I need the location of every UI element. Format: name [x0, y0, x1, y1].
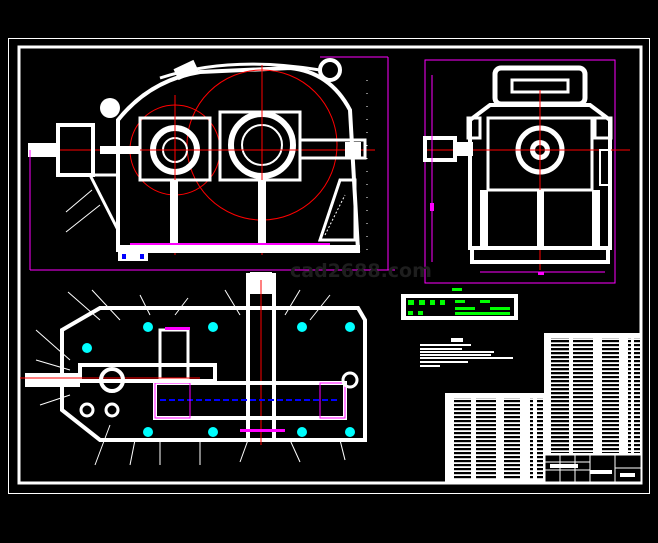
- parts-list-left: [445, 393, 545, 483]
- front-view: [28, 56, 395, 271]
- parts-list-right-columns: [551, 338, 640, 453]
- outer-border: [8, 38, 650, 494]
- side-view: [423, 59, 630, 284]
- gear-parameter-table: [401, 288, 518, 320]
- drawing-frame: [17, 45, 643, 485]
- title-block: [544, 454, 642, 483]
- watermark: cad2688.com: [290, 260, 432, 282]
- top-view: [20, 272, 367, 466]
- technical-notes: [420, 338, 513, 367]
